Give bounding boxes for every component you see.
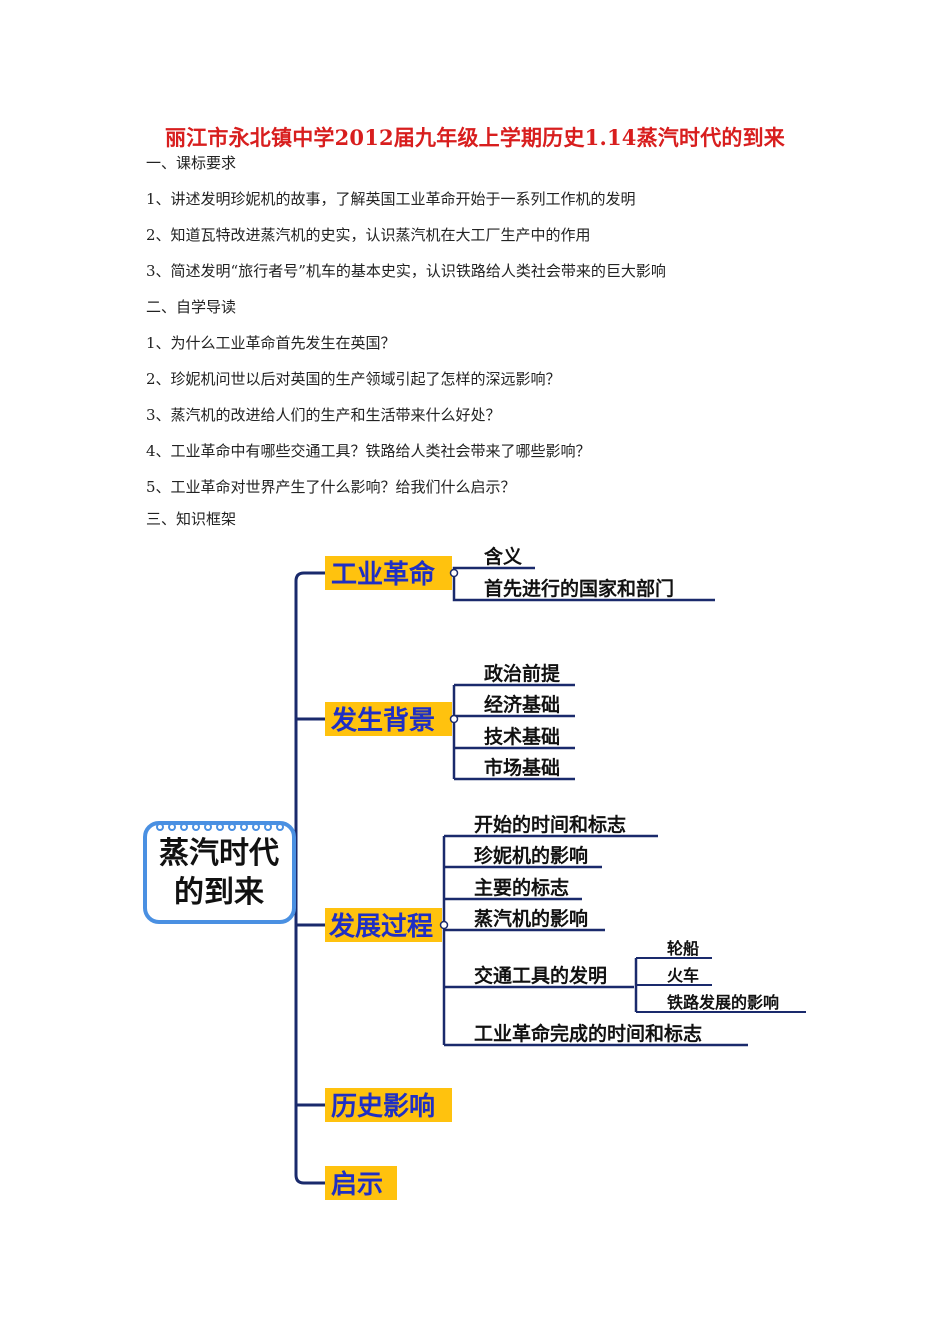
branch-label: 历史影响 (331, 1091, 435, 1122)
root-line: 蒸汽时代 (159, 836, 279, 871)
branch-development: 发展过程 开始的时间和标志 珍妮机的影响 主要的标志 蒸汽机的影响 交通工具的发… (325, 813, 806, 1047)
list-item: 3、简述发明“旅行者号”机车的基本史实，认识铁路给人类社会带来的巨大影响 (146, 262, 666, 280)
sub-item: 蒸汽机的影响 (474, 907, 588, 930)
list-item: 2、珍妮机问世以后对英国的生产领域引起了怎样的深远影响？ (146, 370, 561, 388)
branch-historical-impact: 历史影响 (325, 1088, 452, 1122)
branch-label: 发展过程 (328, 911, 433, 942)
branch-industrial-revolution: 工业革命 含义 首先进行的国家和部门 (325, 545, 715, 602)
branch-label: 工业革命 (331, 559, 436, 590)
list-item: 4、工业革命中有哪些交通工具？铁路给人类社会带来了哪些影响？ (146, 442, 591, 460)
list-item: 5、工业革命对世界产生了什么影响？给我们什么启示？ (146, 478, 516, 496)
sub-item: 市场基础 (484, 756, 560, 779)
sub-item: 技术基础 (484, 725, 560, 748)
sub-item: 含义 (484, 545, 522, 568)
document-title: 丽江市永北镇中学2012届九年级上学期历史1.14蒸汽时代的到来 (165, 125, 785, 150)
list-item: 1、为什么工业革命首先发生在英国？ (146, 334, 396, 352)
sub-item: 经济基础 (484, 693, 560, 716)
root-line: 的到来 (174, 875, 264, 910)
section-heading: 二、自学导读 (146, 298, 237, 316)
sub-item: 珍妮机的影响 (474, 844, 588, 867)
branch-enlightenment: 启示 (325, 1166, 397, 1200)
sub-item: 政治前提 (484, 662, 561, 685)
list-item: 2、知道瓦特改进蒸汽机的史实，认识蒸汽机在大工厂生产中的作用 (146, 226, 591, 244)
list-item: 1、讲述发明珍妮机的故事，了解英国工业革命开始于一系列工作机的发明 (146, 190, 636, 208)
transport-item: 铁路发展的影响 (667, 993, 779, 1012)
branch-label: 启示 (331, 1169, 383, 1200)
transport-item: 轮船 (667, 939, 699, 958)
branch-background: 发生背景 政治前提 经济基础 技术基础 市场基础 (325, 662, 575, 781)
sub-item: 主要的标志 (474, 876, 569, 899)
sub-item: 交通工具的发明 (474, 964, 607, 987)
sub-item: 工业革命完成的时间和标志 (474, 1022, 702, 1045)
section-heading: 一、课标要求 (146, 154, 237, 172)
root-node: 蒸汽时代 的到来 (143, 821, 296, 924)
list-item: 3、蒸汽机的改进给人们的生产和生活带来什么好处？ (146, 406, 501, 424)
section-heading: 三、知识框架 (146, 510, 237, 528)
transport-item: 火车 (667, 966, 699, 985)
mindmap-spine (294, 571, 325, 1185)
branch-label: 发生背景 (330, 705, 435, 736)
sub-item: 首先进行的国家和部门 (484, 577, 674, 600)
sub-item: 开始的时间和标志 (474, 813, 626, 836)
